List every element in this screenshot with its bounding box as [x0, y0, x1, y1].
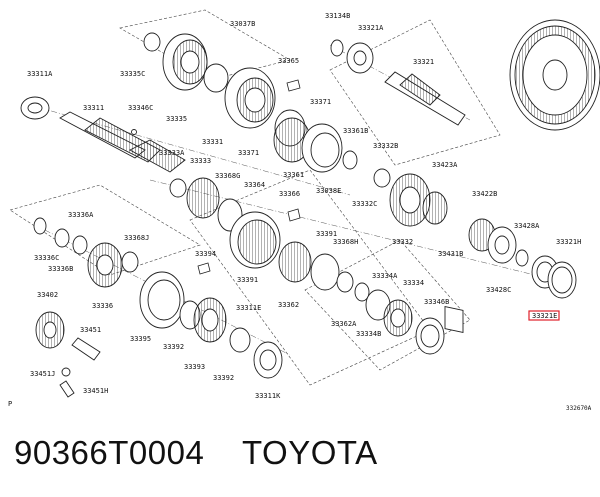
- part-label: 33371: [310, 98, 331, 106]
- highlighted-part-label[interactable]: 33321E: [532, 312, 557, 320]
- highlight-box: [528, 310, 560, 321]
- part-label: 33336B: [48, 265, 73, 273]
- part-label: 33391: [316, 230, 337, 238]
- part-label: 33332: [392, 238, 413, 246]
- input-shaft: [20, 96, 186, 173]
- part-label: 33361B: [343, 127, 368, 135]
- part-label: 33311K: [255, 392, 281, 400]
- part-labels: 33037B 33134B 33321A 33335C 33365 33321 …: [8, 12, 592, 412]
- part-label: 33321: [413, 58, 434, 66]
- part-label: 33422B: [472, 190, 497, 198]
- part-label: 33428C: [486, 286, 511, 294]
- part-label: 33332C: [352, 200, 377, 208]
- diagram-code: 332670A: [566, 405, 592, 412]
- part-label: 33346B: [424, 298, 449, 306]
- part-label: 33395: [130, 335, 151, 343]
- brand-name: TOYOTA: [242, 434, 378, 471]
- part-label: 33366: [279, 190, 300, 198]
- part-label: 33391: [237, 276, 258, 284]
- shift-keys: [197, 79, 301, 275]
- part-label: 33334B: [356, 330, 381, 338]
- part-label: 33392: [163, 343, 184, 351]
- part-label: 33368H: [333, 238, 358, 246]
- part-label: 33394: [195, 250, 216, 258]
- part-label: 33362: [278, 301, 299, 309]
- gear-row-center: [278, 241, 445, 355]
- part-label: 33333A: [159, 149, 185, 157]
- gear-stack-top: [143, 32, 276, 129]
- corner-marker: P: [8, 400, 12, 408]
- part-label: 33336C: [34, 254, 59, 262]
- reverse-idler: [35, 311, 101, 398]
- part-label: 33393: [184, 363, 205, 371]
- part-label: 33333: [190, 157, 211, 165]
- part-label: 33336: [92, 302, 113, 310]
- part-label: 33431B: [438, 250, 463, 258]
- part-label: 33311A: [27, 70, 53, 78]
- part-label: 33368G: [215, 172, 240, 180]
- part-label: 33134B: [325, 12, 350, 20]
- ring-gear: [509, 19, 600, 131]
- part-label: 33423A: [432, 161, 458, 169]
- part-label: 33451J: [30, 370, 55, 378]
- part-label: 33331: [202, 138, 223, 146]
- product-caption: 90366T0004 TOYOTA: [14, 430, 594, 490]
- part-label: 33311E: [236, 304, 261, 312]
- part-number: 90366T0004: [14, 434, 205, 471]
- part-label: 33364: [244, 181, 265, 189]
- part-label: 33311: [83, 104, 104, 112]
- part-label: 33037B: [230, 20, 255, 28]
- part-label: 33368J: [124, 234, 149, 242]
- part-label: 33451H: [83, 387, 108, 395]
- part-label: 33365: [278, 57, 299, 65]
- part-label: 33334: [403, 279, 424, 287]
- part-label: 33336A: [68, 211, 94, 219]
- part-label: 33346C: [128, 104, 153, 112]
- part-label: 33451: [80, 326, 101, 334]
- part-label: 33321H: [556, 238, 581, 246]
- output-shaft: [330, 39, 466, 126]
- part-label: 33361: [283, 171, 304, 179]
- gear-row-lower: [33, 217, 283, 379]
- part-label: 33402: [37, 291, 58, 299]
- part-label: 33428A: [514, 222, 540, 230]
- part-label: 33321A: [358, 24, 384, 32]
- part-label: 33038E: [316, 187, 341, 195]
- gear-row-middle: [169, 109, 358, 269]
- gear-row-right: [373, 168, 577, 333]
- part-label: 33362A: [331, 320, 357, 328]
- parts-exploded-diagram: 33037B 33134B 33321A 33335C 33365 33321 …: [8, 9, 600, 412]
- part-label: 33335: [166, 115, 187, 123]
- part-label: 33334A: [372, 272, 398, 280]
- part-label: 33392: [213, 374, 234, 382]
- part-label: 33332B: [373, 142, 398, 150]
- part-label: 33371: [238, 149, 259, 157]
- part-label: 33335C: [120, 70, 145, 78]
